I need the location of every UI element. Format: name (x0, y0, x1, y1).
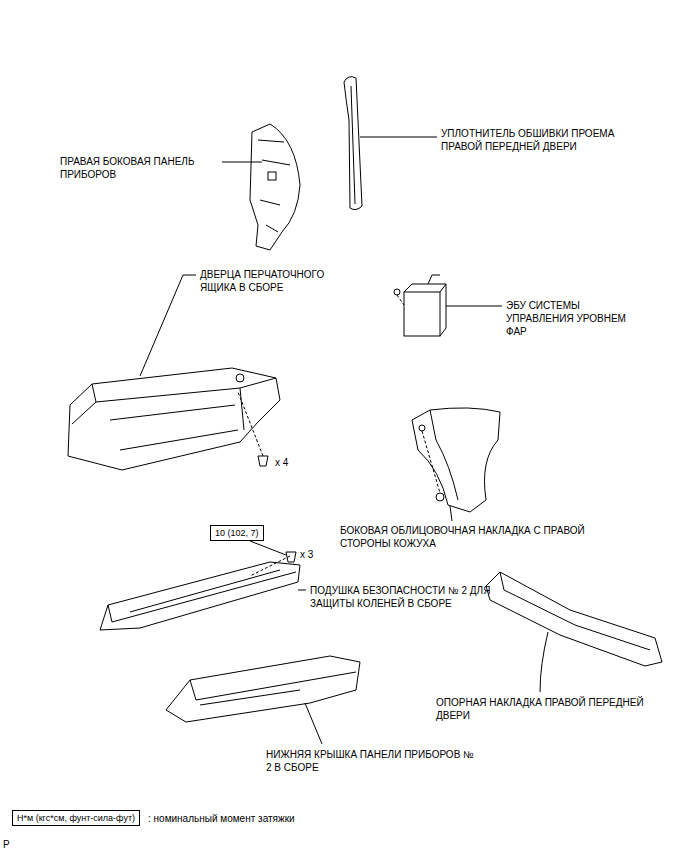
ecu (404, 292, 440, 336)
lower-cover (166, 656, 360, 722)
part-name: ПРАВАЯ БОКОВАЯ ПАНЕЛЬ ПРИБОРОВ (60, 155, 220, 181)
quantity-label: P (3, 838, 10, 851)
torque-value: Н*м (кгс*см, фунт-сила-фут) (17, 813, 135, 823)
side-panel (250, 124, 300, 250)
part-name: БОКОВАЯ ОБЛИЦОВОЧНАЯ НАКЛАДКА С ПРАВОЙ С… (340, 524, 622, 550)
bolt (258, 456, 268, 466)
torque-value: 10 (102, 7) (215, 528, 259, 538)
knee-airbag (100, 562, 300, 630)
part-name: ОПОРНАЯ НАКЛАДКА ПРАВОЙ ПЕРЕДНЕЙ ДВЕРИ (436, 696, 664, 722)
legend-box: Н*м (кгс*см, фунт-сила-фут) (12, 810, 140, 826)
part-name: ЭБУ СИСТЕМЫ УПРАВЛЕНИЯ УРОВНЕМ ФАР (506, 299, 636, 338)
door-seal (344, 77, 362, 210)
leader-lines (140, 137, 548, 744)
part-name: НИЖНЯЯ КРЫШКА ПАНЕЛИ ПРИБОРОВ № 2 В СБОР… (266, 748, 476, 774)
glove-box (68, 368, 280, 470)
part-name: ПОДУШКА БЕЗОПАСНОСТИ № 2 ДЛЯ ЗАЩИТЫ КОЛЕ… (310, 584, 496, 610)
torque-box: 10 (102, 7) (210, 525, 264, 541)
part-name: УПЛОТНИТЕЛЬ ОБШИВКИ ПРОЕМА ПРАВОЙ ПЕРЕДН… (441, 127, 641, 153)
quantity-label: x 3 (300, 548, 313, 561)
quantity-label: x 4 (275, 456, 288, 469)
shroud-trim (412, 408, 500, 512)
part-name: : номинальный момент затяжки (148, 812, 295, 825)
part-name: ДВЕРЦА ПЕРЧАТОЧНОГО ЯЩИКА В СБОРЕ (200, 268, 350, 294)
scuff-plate (486, 572, 662, 666)
